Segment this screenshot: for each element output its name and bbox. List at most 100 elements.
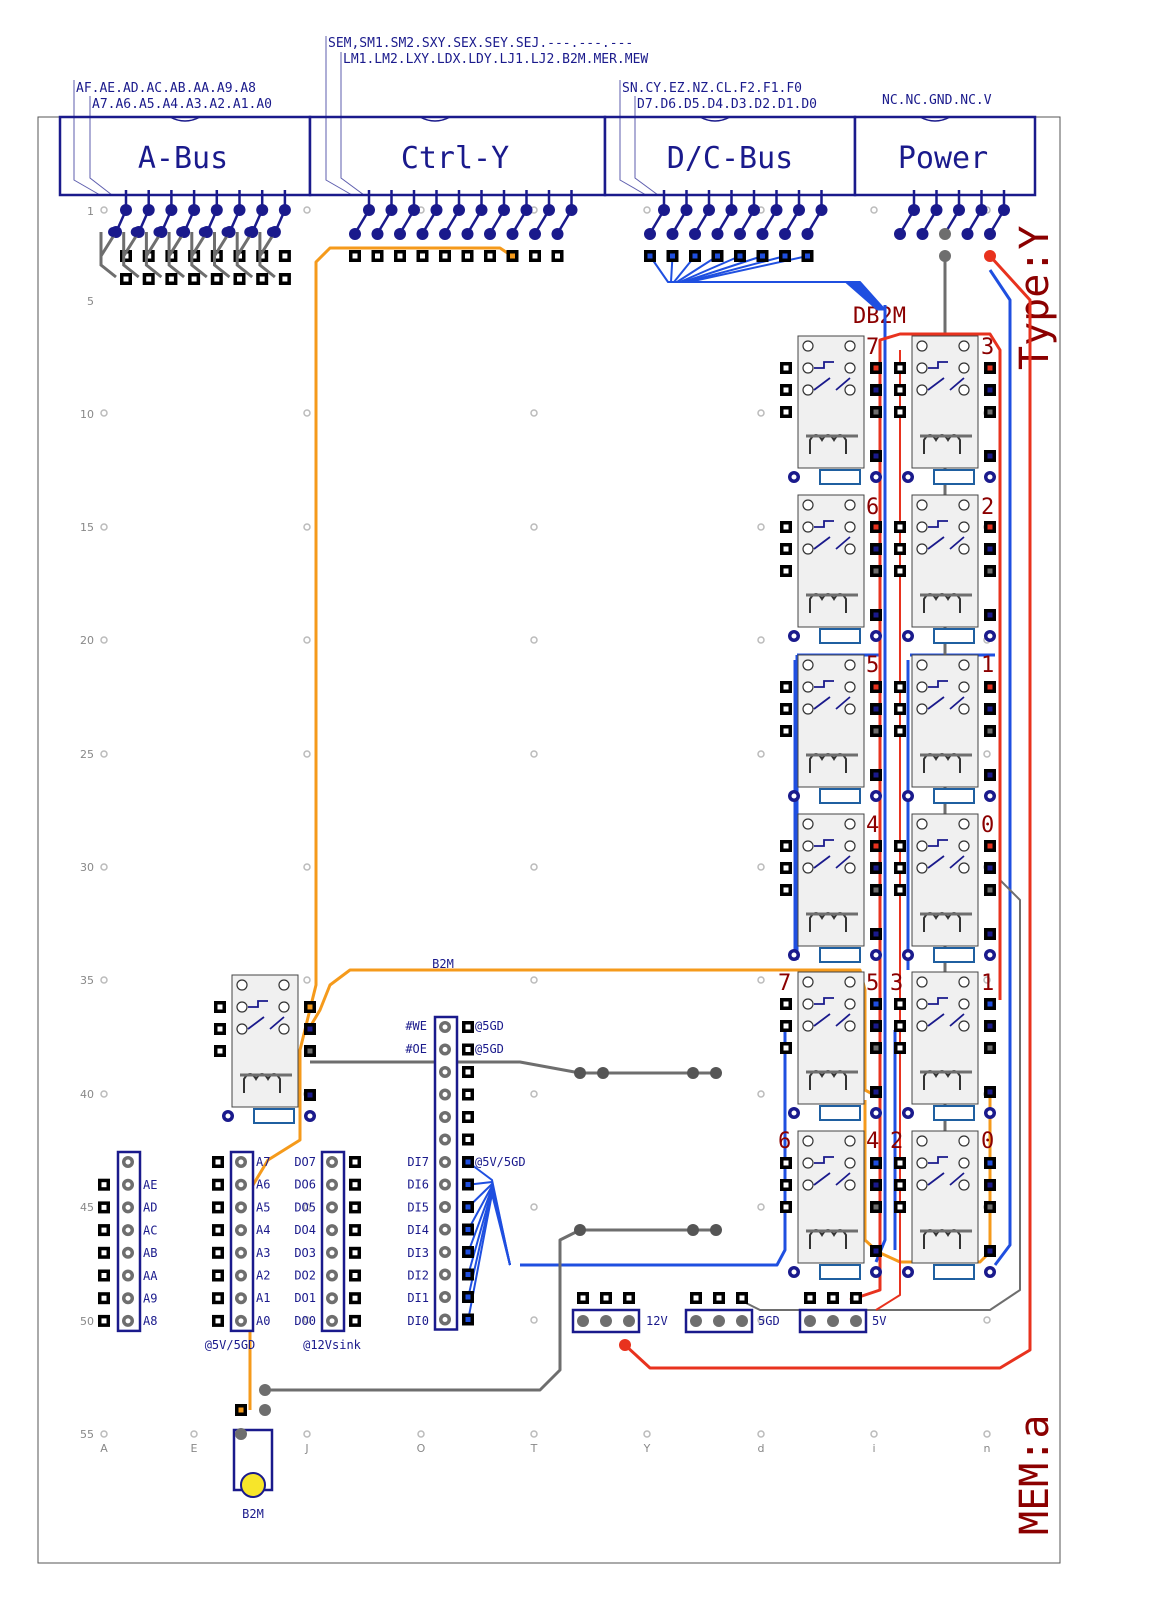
relay-contact [802, 998, 814, 1010]
pin-leg [213, 231, 231, 279]
relay-number: 1 [981, 653, 994, 678]
relay-contact [958, 976, 970, 988]
pin-top [385, 204, 398, 216]
strip-hole [329, 1182, 335, 1188]
grid-dot [100, 523, 108, 531]
pin-leg [235, 231, 254, 279]
pad-hole [987, 1110, 993, 1116]
pin-mid [894, 228, 906, 240]
relay-number: 4 [866, 813, 879, 838]
pad-hole [987, 633, 993, 639]
pad-hole [897, 365, 903, 371]
b2m-pin [259, 1384, 271, 1396]
pad-hole [282, 253, 288, 259]
relay-diode [933, 469, 975, 485]
relay-diode [819, 788, 861, 804]
rail-pin [850, 1315, 862, 1327]
pad-hole [307, 1113, 313, 1119]
relay-contact [844, 1179, 856, 1191]
strip-hole [238, 1273, 244, 1278]
relay-diode [819, 1264, 861, 1280]
relay-diode [819, 1105, 861, 1121]
grid-dot [100, 409, 108, 417]
relay-switch [813, 997, 851, 1027]
pad-hole [783, 546, 789, 552]
pad-hole [987, 843, 993, 849]
pad-hole [215, 1318, 221, 1324]
pad-hole [897, 865, 903, 871]
pad-hole [873, 865, 879, 871]
relay-contact [958, 681, 970, 693]
pad-hole [465, 1204, 471, 1210]
grid-dot [303, 523, 311, 531]
relay-body [797, 335, 865, 469]
do-pin-label: DO1 [294, 1291, 316, 1305]
pad-hole [214, 276, 220, 282]
pad-hole [647, 253, 653, 259]
relay-contact [916, 340, 928, 352]
col-letter: Y [643, 1442, 651, 1455]
data-bus-vert [793, 660, 910, 970]
pad-hole [352, 1273, 358, 1278]
pad-hole [783, 1045, 789, 1051]
b2m-wire [248, 246, 513, 1410]
grid-dot [530, 863, 538, 871]
row-number: 15 [80, 521, 94, 534]
pin-top [770, 204, 783, 216]
pad-hole [873, 931, 879, 937]
pad-hole [670, 253, 675, 259]
pad-hole [897, 1023, 903, 1029]
pin-mid [644, 228, 656, 240]
pad-hole [897, 546, 903, 552]
strip-hole [442, 1024, 448, 1030]
pad-hole [307, 1004, 313, 1010]
relay-switch [813, 1156, 851, 1186]
relay-diode [933, 628, 975, 644]
pad-hole [101, 1273, 107, 1278]
relay-contact [844, 862, 856, 874]
power-connector [853, 115, 1037, 197]
pad-hole [905, 633, 911, 639]
pad-hole [715, 253, 720, 259]
di-pin-label: DI6 [407, 1178, 429, 1192]
a-power-tag: @5V/5GD [205, 1338, 256, 1352]
pad-hole [987, 865, 993, 871]
pad-hole [897, 728, 903, 734]
ae-pin-label: AA [143, 1269, 158, 1283]
pin-top [256, 204, 269, 216]
abus-signals-2: A7.A6.A5.A4.A3.A2.A1.A0 [92, 97, 272, 112]
pad-hole [873, 612, 879, 618]
pad-hole [146, 276, 152, 282]
pad-hole [101, 1204, 107, 1210]
pad-hole [352, 1204, 358, 1210]
pad-hole [783, 728, 789, 734]
pad-hole [783, 843, 789, 849]
pad-hole [783, 524, 789, 530]
grid-dot [757, 1090, 765, 1098]
grid-dot [757, 1316, 765, 1324]
relay-contact [844, 998, 856, 1010]
strip-hole [329, 1318, 335, 1324]
grid-dot [757, 976, 765, 984]
relay-contact [916, 659, 928, 671]
col-letter: E [191, 1442, 198, 1455]
pad-hole [873, 1023, 879, 1029]
pad-hole [791, 952, 797, 958]
relay-contact [802, 543, 814, 555]
pad-hole [215, 1227, 221, 1233]
col-letter: n [984, 1442, 991, 1455]
pin-mid [461, 228, 474, 240]
grid-dot [530, 409, 538, 417]
relay-switch [813, 361, 851, 391]
relay-contact [958, 659, 970, 671]
pad-hole [853, 1295, 859, 1301]
pad-hole [987, 1089, 993, 1095]
strip-hole [329, 1227, 335, 1233]
pin-top [953, 204, 965, 216]
rail-pin [600, 1315, 612, 1327]
relay-diode [253, 1108, 295, 1124]
strip-hole [442, 1317, 448, 1322]
relay-body [797, 971, 865, 1105]
relay-contact [844, 384, 856, 396]
pad-hole [987, 952, 993, 958]
